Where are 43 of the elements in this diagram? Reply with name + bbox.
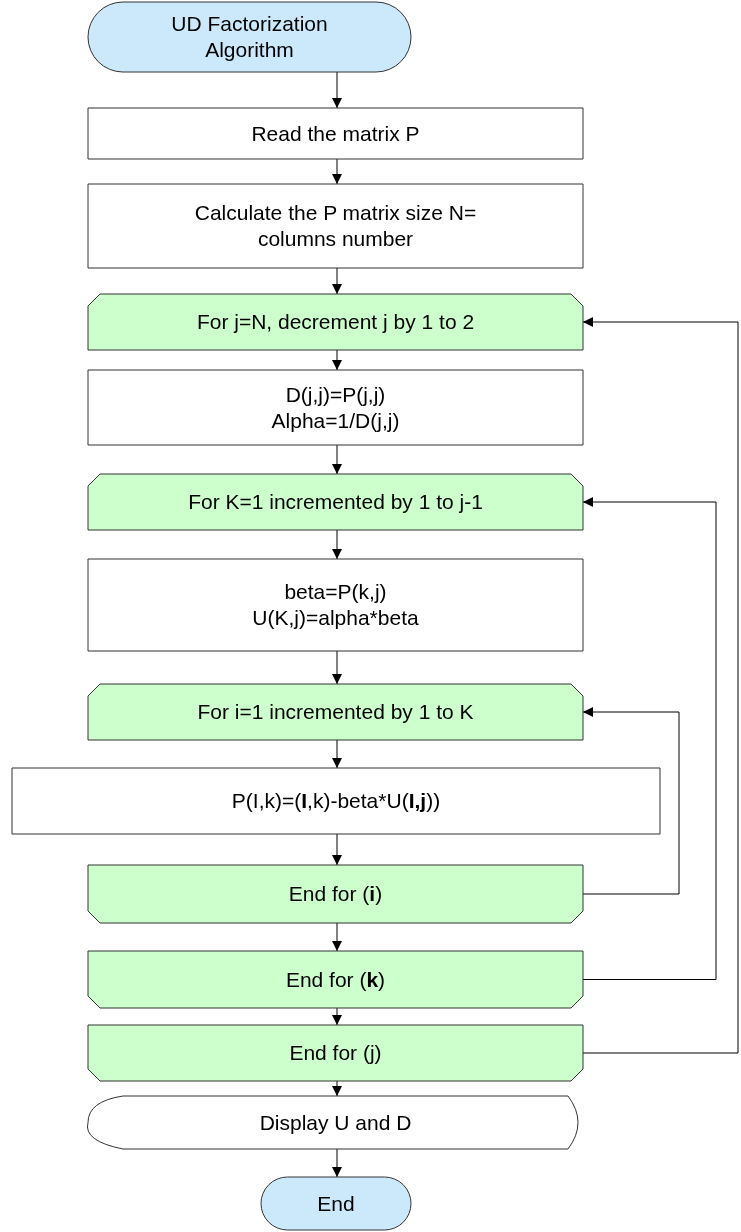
node-text: For K=1 incremented by 1 to j-1 [187, 489, 484, 515]
node-text: End for (k) [284, 966, 387, 993]
arrow [332, 349, 342, 371]
loop-end-shape [88, 865, 583, 923]
node-text: Display U and D [258, 1109, 413, 1136]
node-text: Calculate the P matrix size N= columns number [193, 200, 478, 252]
loop-back-arrow [582, 707, 680, 895]
process-box [88, 559, 583, 651]
arrow [332, 158, 342, 185]
process-box [88, 370, 583, 445]
loop-end-shape [88, 951, 583, 1008]
arrow [332, 267, 342, 295]
process-box [12, 768, 660, 834]
node-text: End for (i) [287, 881, 384, 907]
node-text: For i=1 incremented by 1 to K [196, 699, 475, 725]
node-text: beta=P(k,j) U(K,j)=alpha*beta [251, 579, 420, 631]
arrow [332, 650, 342, 685]
loop-back-arrow [582, 497, 717, 980]
process-box [88, 184, 583, 268]
arrow [332, 444, 342, 475]
arrow [332, 1080, 342, 1097]
node-text: Read the matrix P [250, 120, 421, 147]
node-text: For j=N, decrement j by 1 to 2 [195, 309, 476, 335]
arrow [332, 1148, 342, 1178]
loop-start-shape [88, 294, 583, 350]
loop-back-arrow [582, 317, 739, 1054]
arrow [332, 922, 342, 952]
terminal-shape [88, 2, 411, 72]
node-text: D(j,j)=P(j,j) Alpha=1/D(j,j) [270, 381, 401, 434]
node-text: P(I,k)=(I,k)-beta*U(I,j)) [230, 788, 442, 814]
process-box [88, 108, 583, 159]
node-text: End [316, 1190, 356, 1217]
arrow [332, 833, 342, 866]
terminal-shape [261, 1177, 411, 1230]
arrow [332, 71, 342, 109]
loop-start-shape [88, 474, 583, 530]
node-text: UD Factorization Algorithm [170, 11, 329, 63]
arrow [332, 739, 342, 769]
node-text: End for (j) [288, 1040, 383, 1066]
loop-start-shape [88, 684, 583, 740]
arrow [332, 529, 342, 560]
loop-end-shape [88, 1025, 583, 1081]
arrow [332, 1007, 342, 1026]
